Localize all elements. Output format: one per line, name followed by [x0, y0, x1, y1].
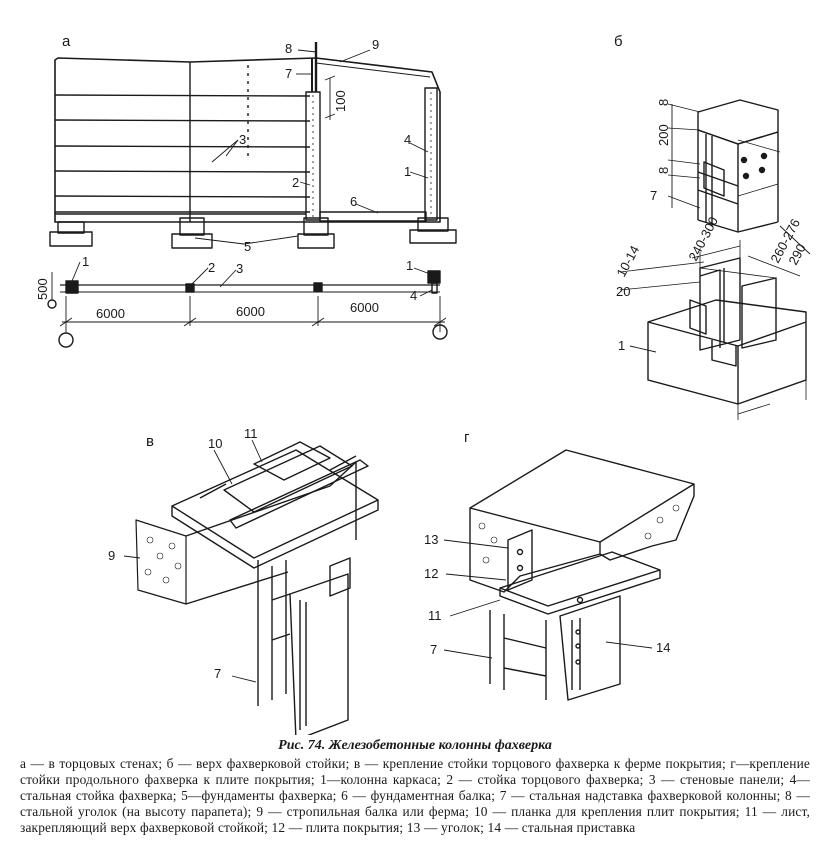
- dim-span-3: 6000: [350, 300, 379, 315]
- b-callout-7: 7: [650, 188, 657, 203]
- figure-drawing: а б в г 8 9 7 3 4 1 2 6 5 1 2 3 1 4 7 1 …: [35, 33, 811, 735]
- v-callout-10: 10: [208, 436, 222, 451]
- dim-b-200: 200: [656, 124, 671, 146]
- dim-b-20: 20: [616, 284, 630, 299]
- panel-g-detail: [443, 449, 695, 701]
- plan-callout-4: 4: [410, 288, 417, 303]
- callout-2: 2: [292, 175, 299, 190]
- callout-1: 1: [404, 164, 411, 179]
- panel-letter-b: б: [614, 33, 623, 50]
- callout-numbers: 8 9 7 3 4 1 2 6 5 1 2 3 1 4 7 1 10 11 9 …: [82, 37, 670, 681]
- plan-callout-3: 3: [236, 261, 243, 276]
- dim-b-8-top: 8: [656, 99, 671, 106]
- dim-b-10-14: 10-14: [613, 243, 642, 279]
- plan-callout-1-right: 1: [406, 258, 413, 273]
- panel-letters: а б в г: [62, 33, 623, 450]
- panel-a-elevation: [49, 42, 457, 249]
- panel-letter-g: г: [464, 429, 470, 446]
- foundations: [49, 217, 457, 249]
- dim-span-2: 6000: [236, 304, 265, 319]
- callout-4: 4: [404, 132, 411, 147]
- dim-100: 100: [333, 90, 348, 112]
- dim-b-240-300: 240-300: [685, 214, 721, 263]
- panel-letter-v: в: [146, 433, 154, 450]
- g-callout-13: 13: [424, 532, 438, 547]
- caption-title: Рис. 74. Железобетонные колонны фахверка: [278, 738, 552, 753]
- plan-callout-2: 2: [208, 260, 215, 275]
- dim-b-8-low: 8: [656, 167, 671, 174]
- panel-b-detail: [619, 99, 811, 420]
- callout-5: 5: [244, 239, 251, 254]
- callout-9: 9: [372, 37, 379, 52]
- figure-caption: Рис. 74. Железобетонные колонны фахверка…: [20, 738, 810, 836]
- panel-a-plan: [47, 261, 448, 348]
- b-callout-1: 1: [618, 338, 625, 353]
- callout-7: 7: [285, 66, 292, 81]
- g-callout-14: 14: [656, 640, 670, 655]
- dim-span-1: 6000: [96, 306, 125, 321]
- v-callout-9: 9: [108, 548, 115, 563]
- panel-v-detail: [123, 439, 379, 735]
- plan-callout-1-left: 1: [82, 254, 89, 269]
- v-callout-11: 11: [244, 426, 258, 441]
- g-callout-11: 11: [428, 608, 442, 623]
- caption-body: а — в торцовых стенах; б — верх фахверко…: [20, 756, 810, 835]
- g-callout-7: 7: [430, 642, 437, 657]
- g-callout-12: 12: [424, 566, 438, 581]
- panel-letter-a: а: [62, 33, 71, 50]
- callout-6: 6: [350, 194, 357, 209]
- dim-500: 500: [35, 278, 50, 300]
- callout-3: 3: [239, 132, 246, 147]
- v-callout-7: 7: [214, 666, 221, 681]
- callout-8: 8: [285, 41, 292, 56]
